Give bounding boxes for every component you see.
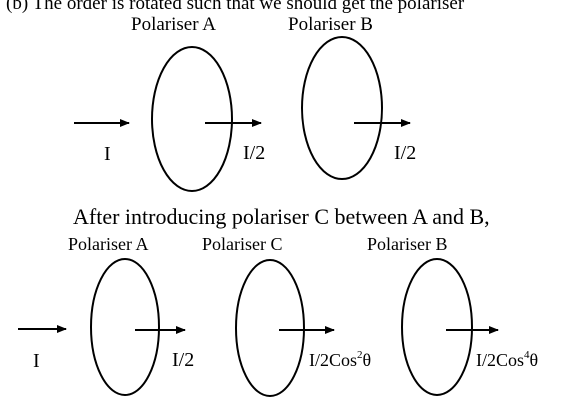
top-polariser-b-label: Polariser B (288, 14, 373, 35)
cropped-header-text: (b) The order is rotated such that we sh… (6, 0, 465, 14)
bottom-after-b-label: I/2Cos4θ (476, 349, 538, 370)
bottom-polariser-a-label: Polariser A (68, 234, 149, 254)
top-polariser-a-label: Polariser A (131, 14, 216, 35)
top-polariser-b-ellipse (301, 36, 383, 180)
bottom-input-intensity-label: I (33, 350, 40, 372)
top-after-a-label: I/2 (243, 142, 265, 164)
bottom-after-a-label: I/2 (172, 349, 194, 371)
bottom-polariser-a-ellipse (90, 258, 160, 396)
after-c-angle: θ (363, 350, 372, 370)
top-after-b-label: I/2 (394, 142, 416, 164)
bottom-after-c-label: I/2Cos2θ (309, 349, 371, 370)
top-polariser-a-ellipse (151, 46, 233, 192)
bottom-polariser-b-label: Polariser B (367, 234, 448, 254)
after-b-angle: θ (530, 350, 539, 370)
after-c-base: I/2Cos (309, 350, 357, 370)
caption-text: After introducing polariser C between A … (73, 204, 490, 229)
bottom-polariser-b-ellipse (401, 258, 473, 396)
after-c-exponent: 2 (357, 349, 363, 361)
bottom-polariser-c-ellipse (235, 259, 305, 397)
after-b-exponent: 4 (524, 349, 530, 361)
after-b-base: I/2Cos (476, 350, 524, 370)
bottom-polariser-c-label: Polariser C (202, 234, 283, 254)
top-input-intensity-label: I (104, 143, 111, 165)
